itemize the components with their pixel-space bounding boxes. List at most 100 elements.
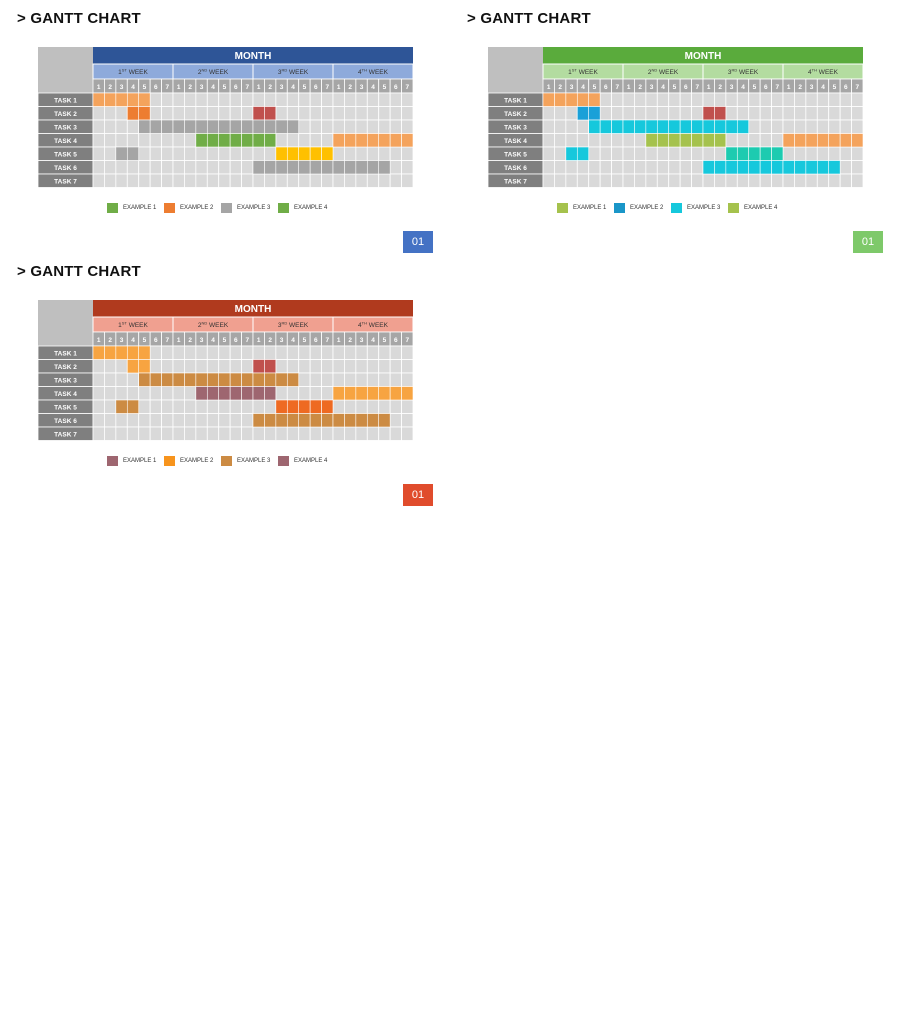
gantt-bar-cell — [115, 399, 128, 414]
gantt-bar-cell — [195, 119, 208, 134]
grid-cell — [389, 92, 402, 107]
grid-cell — [298, 386, 311, 401]
grid-cell — [104, 173, 117, 188]
grid-cell — [851, 146, 863, 161]
grid-cell — [794, 146, 807, 161]
week-word: WEEK — [657, 69, 679, 76]
grid-cell — [298, 372, 311, 387]
grid-cell — [702, 173, 715, 188]
grid-cell — [542, 119, 555, 134]
grid-cell — [542, 146, 555, 161]
gantt-bar-cell — [229, 133, 242, 148]
gantt-bar-cell — [321, 146, 334, 161]
task-label: TASK 5 — [54, 152, 77, 159]
grid-cell — [275, 386, 288, 401]
grid-cell — [161, 359, 174, 374]
legend-item: EXAMPLE 3 — [671, 203, 728, 213]
grid-cell — [104, 133, 117, 148]
day-label: 6 — [844, 84, 848, 91]
grid-cell — [229, 92, 242, 107]
grid-cell — [736, 133, 750, 148]
week-suffix: RD — [731, 68, 737, 73]
gantt-bar-cell — [748, 146, 761, 161]
grid-cell — [218, 359, 231, 374]
grid-cell — [344, 106, 357, 121]
grid-cell — [321, 372, 334, 387]
task-label: TASK 2 — [504, 111, 527, 118]
day-label: 3 — [280, 337, 284, 344]
grid-cell — [161, 160, 174, 175]
grid-cell — [229, 106, 242, 121]
legend-label: EXAMPLE 4 — [744, 205, 778, 211]
gantt-bar-cell — [321, 413, 334, 428]
gantt-bar-cell — [736, 146, 750, 161]
gantt-bar-cell — [218, 372, 231, 387]
grid-cell — [184, 106, 197, 121]
day-label: 4 — [661, 84, 665, 91]
day-label: 6 — [764, 84, 768, 91]
grid-cell — [805, 146, 818, 161]
grid-cell — [378, 106, 391, 121]
grid-cell — [321, 133, 334, 148]
gantt-bar-cell — [691, 119, 704, 134]
grid-cell — [286, 345, 300, 360]
legend: EXAMPLE 1 EXAMPLE 2 EXAMPLE 3 EXAMPLE 4 — [557, 202, 785, 214]
grid-cell — [286, 173, 300, 188]
gantt-bar-cell — [138, 345, 151, 360]
week-label: 3RD WEEK — [728, 68, 759, 77]
grid-cell — [184, 399, 197, 414]
gantt-bar-cell — [275, 399, 288, 414]
grid-cell — [149, 173, 162, 188]
grid-cell — [218, 146, 231, 161]
day-label: 3 — [730, 84, 734, 91]
day-label: 3 — [200, 337, 204, 344]
legend-label: EXAMPLE 3 — [237, 458, 271, 464]
gantt-bar-cell — [252, 359, 265, 374]
grid-cell — [691, 160, 704, 175]
grid-cell — [264, 173, 277, 188]
grid-cell — [759, 133, 772, 148]
grid-cell — [161, 173, 174, 188]
grid-cell — [839, 106, 852, 121]
gantt-bar-cell — [656, 133, 670, 148]
grid-cell — [115, 160, 128, 175]
grid-cell — [355, 119, 368, 134]
grid-cell — [115, 386, 128, 401]
grid-cell — [611, 106, 624, 121]
grid-cell — [839, 173, 852, 188]
legend-label: EXAMPLE 4 — [294, 205, 328, 211]
legend-item: EXAMPLE 1 — [557, 203, 614, 213]
grid-cell — [149, 399, 162, 414]
gantt-bar-cell — [264, 386, 277, 401]
day-label: 1 — [337, 84, 341, 91]
gantt-bar-cell — [622, 119, 635, 134]
grid-cell — [389, 119, 402, 134]
grid-cell — [645, 146, 658, 161]
grid-cell — [389, 160, 402, 175]
gantt-bar-cell — [138, 119, 151, 134]
task-label: TASK 2 — [54, 364, 77, 371]
day-label: 6 — [394, 337, 398, 344]
grid-cell — [184, 92, 197, 107]
grid-cell — [378, 119, 391, 134]
day-label: 1 — [627, 84, 631, 91]
grid-cell — [275, 173, 288, 188]
week-number: 2 — [198, 322, 202, 329]
gantt-bar-cell — [115, 146, 128, 161]
grid-cell — [115, 372, 128, 387]
day-label: 5 — [143, 337, 147, 344]
grid-cell — [92, 119, 105, 134]
gantt-bar-cell — [161, 119, 174, 134]
grid-cell — [298, 106, 311, 121]
grid-cell — [851, 160, 863, 175]
grid-cell — [332, 146, 345, 161]
gantt-bar-cell — [264, 106, 277, 121]
grid-cell — [554, 146, 567, 161]
grid-cell — [565, 133, 578, 148]
grid-cell — [149, 359, 162, 374]
task-label: TASK 4 — [504, 138, 527, 145]
grid-cell — [332, 345, 345, 360]
grid-cell — [794, 106, 807, 121]
gantt-bar-cell — [748, 160, 761, 175]
grid-cell — [714, 146, 727, 161]
